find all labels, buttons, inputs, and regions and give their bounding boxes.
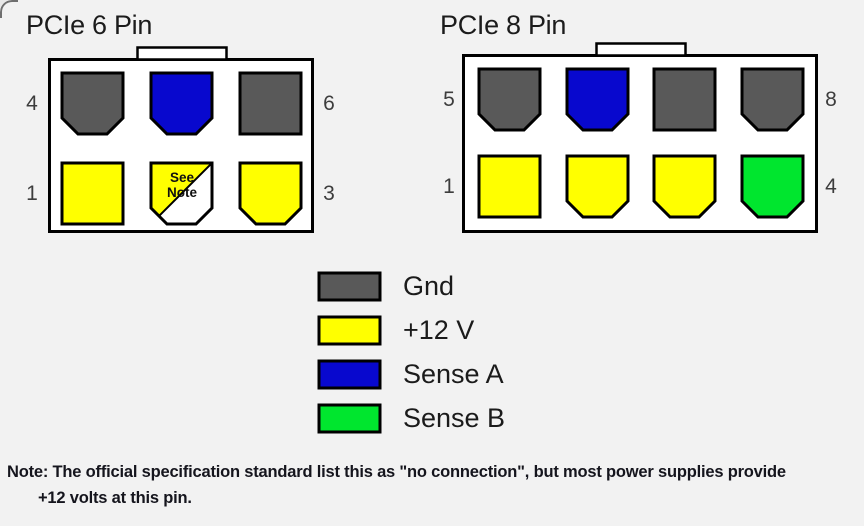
pin-4-sense-b bbox=[740, 154, 805, 219]
pin-3-12v bbox=[238, 161, 303, 226]
pin-number-3: 3 bbox=[323, 182, 335, 205]
pin-number-1: 1 bbox=[26, 182, 38, 205]
pin-2-diagonal-divider bbox=[151, 163, 212, 224]
pin-6-sense-a bbox=[565, 67, 630, 132]
see-note-text-line2: Note bbox=[167, 185, 197, 200]
12v-color-swatch bbox=[317, 315, 382, 346]
legend-row-gnd: Gnd bbox=[317, 271, 505, 302]
pin-2-outline bbox=[149, 161, 214, 226]
legend-row-12v: +12 V bbox=[317, 315, 505, 346]
legend-row-sense-a: Sense A bbox=[317, 359, 505, 390]
legend-label-sense-a: Sense A bbox=[403, 359, 504, 389]
pin-1-12v bbox=[477, 154, 542, 219]
connector-key-tab bbox=[136, 46, 228, 61]
legend-label-12v: +12 V bbox=[403, 315, 475, 345]
legend-row-sense-b: Sense B bbox=[317, 403, 505, 434]
pin-8-gnd bbox=[740, 67, 805, 132]
sense-b-swatch-rect bbox=[317, 403, 382, 434]
connector-key-tab bbox=[595, 42, 687, 57]
legend: Gnd +12 V Sense A Sense B bbox=[317, 271, 505, 447]
legend-label-gnd: Gnd bbox=[403, 271, 455, 301]
pin-number-8: 8 bbox=[825, 88, 837, 111]
sense-b-color-swatch bbox=[317, 403, 382, 434]
pin-number-1: 1 bbox=[443, 175, 455, 198]
pin-6-gnd bbox=[238, 71, 303, 136]
footnote: Note: The official specification standar… bbox=[7, 459, 859, 511]
gnd-color-swatch bbox=[317, 271, 382, 302]
pin-7-gnd bbox=[652, 67, 717, 132]
see-note-text-line1: See bbox=[170, 170, 195, 185]
footnote-line2: +12 volts at this pin. bbox=[38, 489, 192, 507]
legend-label-sense-b: Sense B bbox=[403, 403, 506, 433]
pin-3-12v bbox=[652, 154, 717, 219]
window-corner-artifact bbox=[0, 0, 18, 18]
footnote-line1: Note: The official specification standar… bbox=[7, 463, 786, 481]
pin-2-12v bbox=[565, 154, 630, 219]
pin-4-gnd bbox=[60, 71, 125, 136]
pin-number-6: 6 bbox=[323, 92, 335, 115]
sense-a-color-swatch bbox=[317, 359, 382, 390]
pin-2-see-note bbox=[151, 163, 212, 224]
pin-number-4: 4 bbox=[26, 92, 38, 115]
pcie-6pin-title: PCIe 6 Pin bbox=[26, 10, 153, 40]
gnd-swatch-rect bbox=[317, 271, 382, 302]
pin-5-sense-a bbox=[149, 71, 214, 136]
pin-5-gnd bbox=[477, 67, 542, 132]
pcie-8pin-connector-diagram bbox=[462, 42, 818, 233]
pin-number-5: 5 bbox=[443, 88, 455, 111]
sense-a-swatch-rect bbox=[317, 359, 382, 390]
pcie-8pin-title: PCIe 8 Pin bbox=[440, 10, 567, 40]
12v-swatch-rect bbox=[317, 315, 382, 346]
pcie-6pin-connector-diagram: See Note bbox=[48, 46, 314, 233]
pin-number-4: 4 bbox=[825, 175, 837, 198]
pin-1-12v bbox=[60, 161, 125, 226]
